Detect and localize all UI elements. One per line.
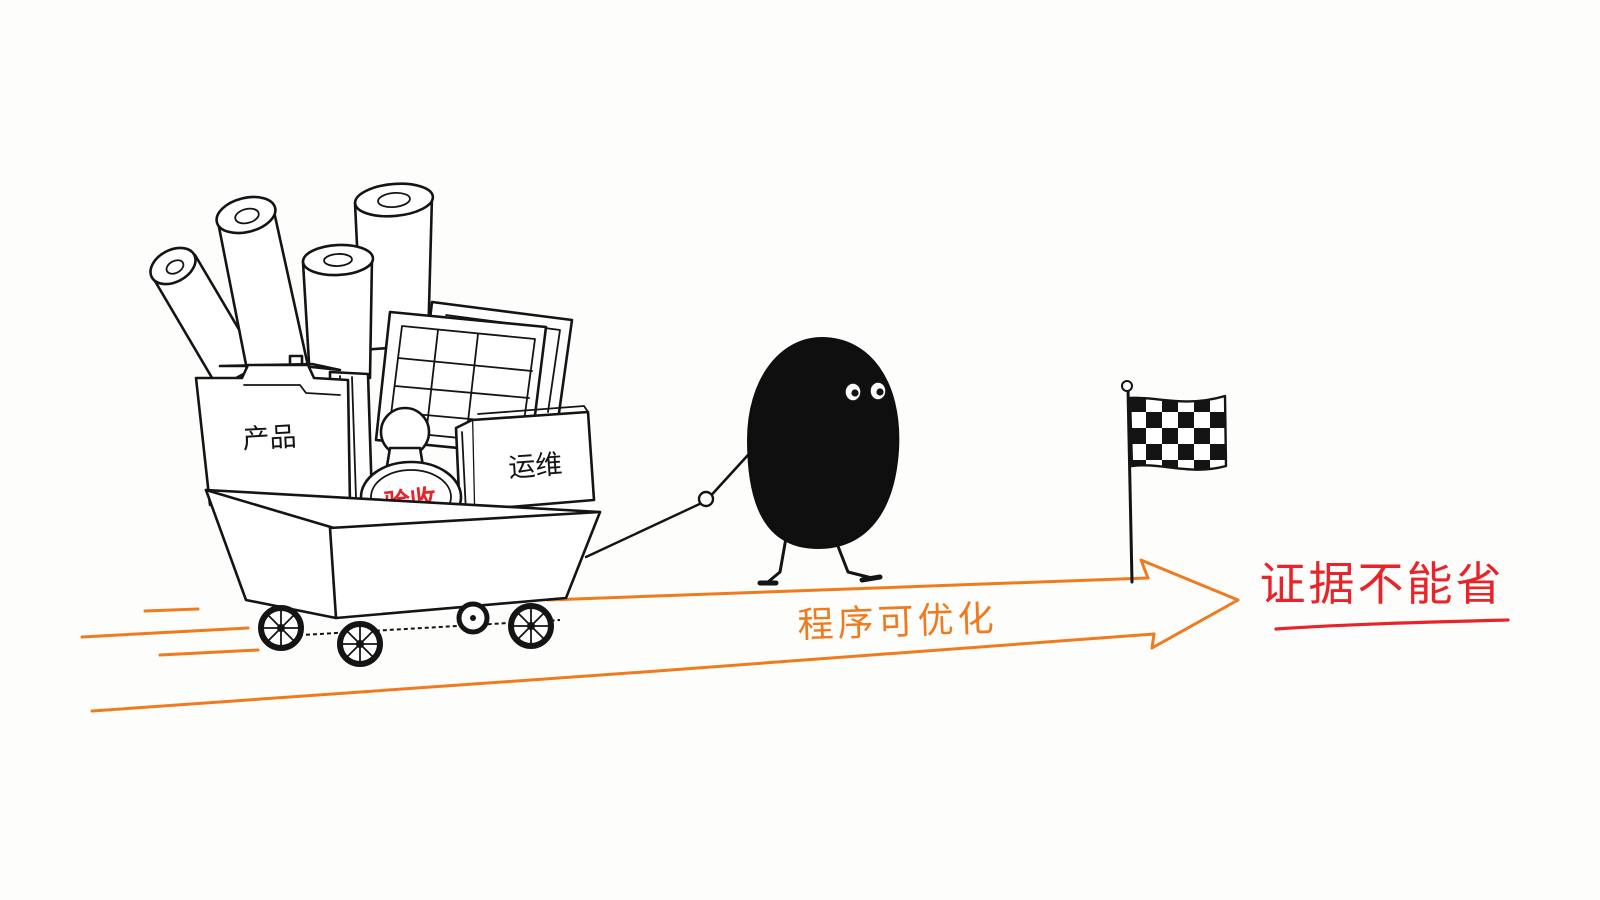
blueprint-roll-4	[353, 182, 435, 352]
product-folder: 产品	[194, 354, 352, 507]
wagon	[204, 488, 602, 667]
road-arrow	[80, 558, 1240, 713]
goal-label: 证据不能省	[1260, 557, 1505, 611]
pull-rope	[584, 499, 708, 559]
blueprint-roll-1	[149, 246, 262, 390]
wheel-back-right	[456, 601, 490, 635]
blueprint-roll-3	[301, 243, 375, 382]
wheel-front-right	[508, 603, 554, 649]
road-label: 程序可优化	[797, 599, 998, 647]
book-label: 运维	[507, 449, 563, 484]
wheel-back-left	[258, 605, 304, 651]
wheel-front-left	[337, 621, 383, 667]
goal-underline	[1274, 618, 1510, 631]
blob-character-icon	[697, 336, 900, 586]
ops-book: 运维	[454, 405, 596, 518]
cart-contents: 产品 运维 验收	[149, 182, 596, 534]
checkered-flag-icon	[1121, 380, 1228, 584]
folder-label: 产品	[242, 422, 298, 456]
